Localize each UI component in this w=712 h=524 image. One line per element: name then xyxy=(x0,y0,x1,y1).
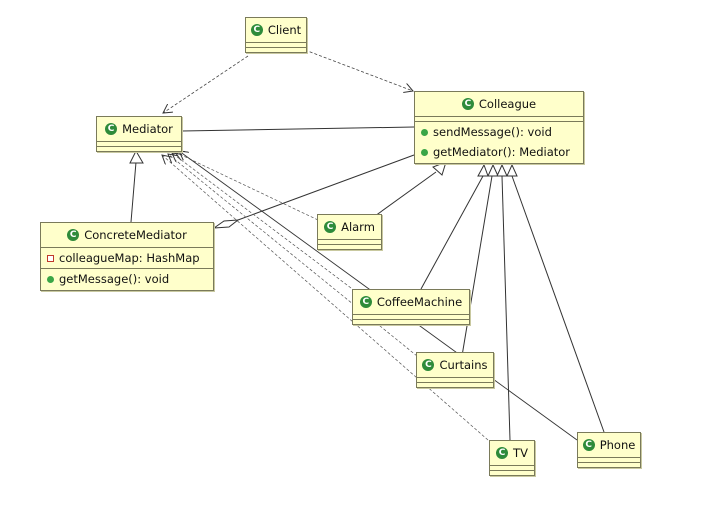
concrete-mediator-generalization xyxy=(130,161,137,223)
class-c-icon: C xyxy=(422,359,435,371)
colleague-inheritance-triangle-1 xyxy=(477,163,489,177)
field-signature: colleagueMap: HashMap xyxy=(59,251,200,265)
concrete-mediator-colleague-aggregation xyxy=(237,154,415,221)
method-get-mediator: getMediator(): Mediator xyxy=(415,142,583,162)
methods-compartment xyxy=(246,47,306,51)
method-signature: getMessage(): void xyxy=(59,272,170,286)
curtains-generalization xyxy=(461,175,493,357)
alarm-generalization xyxy=(374,171,437,217)
method-send-message: sendMessage(): void xyxy=(415,122,583,142)
alarm-to-mediator-dependency xyxy=(175,152,319,221)
class-c-icon: C xyxy=(461,98,474,110)
mediator-class[interactable]: C Mediator xyxy=(96,116,182,152)
attributes-compartment xyxy=(490,465,534,466)
phone-class-header: C Phone xyxy=(578,433,640,457)
phone-generalization xyxy=(511,175,605,433)
class-c-icon: C xyxy=(324,221,337,233)
mediator-colleague-association xyxy=(181,126,415,132)
class-c-icon: C xyxy=(250,24,263,36)
phone-class[interactable]: C Phone xyxy=(577,432,641,468)
class-name: Alarm xyxy=(341,220,375,234)
aggregation-diamond xyxy=(212,219,240,229)
method-signature: sendMessage(): void xyxy=(433,125,552,139)
method-get-message: getMessage(): void xyxy=(41,269,213,289)
mediator-inheritance-triangle xyxy=(129,149,144,164)
public-method-icon xyxy=(421,128,428,136)
attributes-compartment xyxy=(41,247,213,248)
tv-class-header: C TV xyxy=(490,441,534,465)
class-name: Client xyxy=(267,23,302,37)
colleague-inheritance-triangle-3 xyxy=(496,163,508,177)
colleague-inheritance-triangle-2 xyxy=(487,163,499,177)
class-name: ConcreteMediator xyxy=(84,228,187,242)
class-name: Mediator xyxy=(122,122,173,136)
coffee-machine-class[interactable]: C CoffeeMachine xyxy=(352,289,470,325)
mediator-class-header: C Mediator xyxy=(97,117,181,141)
curtains-to-mediator-dependency xyxy=(168,154,418,357)
tv-generalization xyxy=(501,175,511,441)
coffee-machine-generalization xyxy=(420,175,484,290)
attributes-compartment xyxy=(417,377,493,378)
client-class-header: C Client xyxy=(246,18,306,42)
methods-compartment xyxy=(417,382,493,386)
alarm-class[interactable]: C Alarm xyxy=(317,214,382,250)
methods-compartment xyxy=(490,470,534,474)
class-c-icon: C xyxy=(582,439,595,451)
alarm-class-header: C Alarm xyxy=(318,215,381,239)
attributes-compartment xyxy=(578,457,640,458)
class-name: Colleague xyxy=(478,97,537,111)
colleague-inheritance-triangle-4 xyxy=(506,163,518,177)
methods-compartment xyxy=(353,319,469,323)
alarm-inheritance-triangle xyxy=(432,161,447,176)
class-name: Phone xyxy=(599,438,636,452)
concrete-mediator-class[interactable]: C ConcreteMediator colleagueMap: HashMap… xyxy=(40,222,214,291)
public-method-icon xyxy=(421,148,428,156)
curtains-class[interactable]: C Curtains xyxy=(416,352,494,388)
client-to-colleague-dependency xyxy=(304,49,413,91)
class-c-icon: C xyxy=(105,123,118,135)
methods-compartment xyxy=(578,462,640,466)
methods-compartment xyxy=(318,244,381,248)
public-method-icon xyxy=(47,275,54,283)
attributes-compartment xyxy=(97,141,181,142)
methods-compartment xyxy=(97,146,181,150)
attributes-compartment xyxy=(415,116,583,117)
coffee-machine-to-mediator-dependency xyxy=(172,153,356,292)
attributes-compartment xyxy=(318,239,381,240)
class-c-icon: C xyxy=(496,447,509,459)
concrete-mediator-class-header: C ConcreteMediator xyxy=(41,223,213,247)
colleague-class[interactable]: C Colleague sendMessage(): void getMedia… xyxy=(414,91,584,164)
colleague-class-header: C Colleague xyxy=(415,92,583,116)
method-signature: getMediator(): Mediator xyxy=(433,145,571,159)
curtains-class-header: C Curtains xyxy=(417,353,493,377)
class-c-icon: C xyxy=(359,296,372,308)
methods-compartment xyxy=(41,268,213,269)
class-name: Curtains xyxy=(439,358,488,372)
class-c-icon: C xyxy=(67,229,80,241)
tv-to-mediator-dependency xyxy=(162,155,489,441)
tv-class[interactable]: C TV xyxy=(489,440,535,476)
attributes-compartment xyxy=(246,42,306,43)
class-name: TV xyxy=(513,446,528,460)
coffee-machine-class-header: C CoffeeMachine xyxy=(353,290,469,314)
class-name: CoffeeMachine xyxy=(376,295,463,309)
field-colleague-map: colleagueMap: HashMap xyxy=(41,248,213,268)
methods-compartment xyxy=(415,121,583,122)
client-class[interactable]: C Client xyxy=(245,17,307,53)
private-field-icon xyxy=(47,254,54,262)
attributes-compartment xyxy=(353,314,469,315)
client-to-mediator-dependency xyxy=(163,55,249,113)
